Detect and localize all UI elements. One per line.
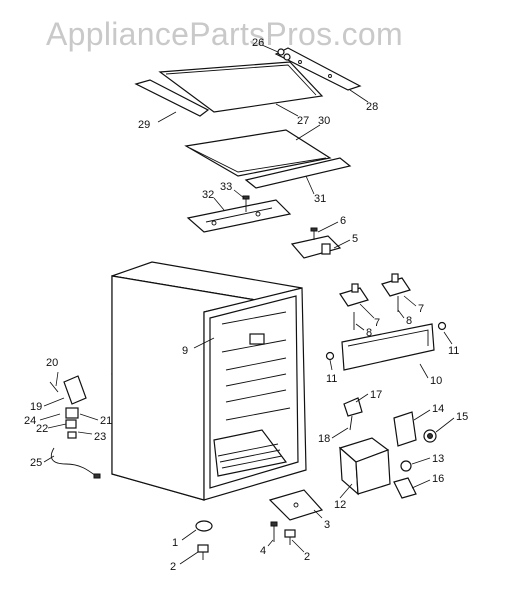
callout-13: 13 bbox=[432, 453, 444, 465]
callout-22: 22 bbox=[36, 423, 48, 435]
leveling-foot-left[interactable] bbox=[197, 544, 209, 560]
control-bracket[interactable] bbox=[393, 411, 417, 447]
callout-31: 31 bbox=[314, 193, 326, 205]
mounting-screw[interactable] bbox=[49, 381, 59, 393]
callout-19: 19 bbox=[30, 401, 42, 413]
crisper-frame-rail[interactable] bbox=[244, 157, 352, 189]
door-screw-right[interactable] bbox=[437, 321, 447, 331]
control-knob-13[interactable] bbox=[400, 460, 412, 472]
callout-23: 23 bbox=[94, 431, 106, 443]
callout-7b: 7 bbox=[418, 303, 424, 315]
leveling-foot-right[interactable] bbox=[284, 529, 296, 545]
shelf-side-rail-left[interactable] bbox=[134, 79, 210, 117]
callout-10: 10 bbox=[430, 375, 442, 387]
leader-lines bbox=[39, 44, 455, 565]
shelf-side-rail-right[interactable] bbox=[274, 47, 362, 91]
callout-26: 26 bbox=[252, 37, 264, 49]
leveling-screw[interactable] bbox=[270, 521, 278, 542]
door-hinge-left[interactable] bbox=[339, 283, 369, 307]
leveling-bracket[interactable] bbox=[268, 489, 324, 521]
callout-2b: 2 bbox=[304, 551, 310, 563]
callout-17: 17 bbox=[370, 389, 382, 401]
shelf-screws[interactable] bbox=[277, 48, 291, 61]
power-cord[interactable] bbox=[50, 447, 101, 479]
door-hinge-right[interactable] bbox=[381, 273, 411, 297]
thermostat-sensor[interactable] bbox=[343, 397, 363, 431]
top-shelf[interactable] bbox=[158, 61, 324, 113]
callout-20: 20 bbox=[46, 357, 58, 369]
callout-32: 32 bbox=[202, 189, 214, 201]
control-box[interactable] bbox=[338, 437, 391, 496]
callout-24: 24 bbox=[24, 415, 36, 427]
relay-box[interactable] bbox=[63, 375, 87, 405]
cabinet-body[interactable] bbox=[111, 261, 307, 501]
callout-27: 27 bbox=[297, 115, 309, 127]
callout-1: 1 bbox=[172, 537, 178, 549]
callout-25: 25 bbox=[30, 457, 42, 469]
bracket-screw[interactable] bbox=[310, 227, 318, 240]
callout-8a: 8 bbox=[366, 327, 372, 339]
callout-4: 4 bbox=[260, 545, 266, 557]
callout-28: 28 bbox=[366, 101, 378, 113]
door-screw-left[interactable] bbox=[325, 351, 335, 361]
callout-30: 30 bbox=[318, 115, 330, 127]
callout-7a: 7 bbox=[374, 317, 380, 329]
watermark-text: AppliancePartsPros.com bbox=[46, 16, 403, 52]
callout-15: 15 bbox=[456, 411, 468, 423]
callout-21: 21 bbox=[100, 415, 112, 427]
callout-29: 29 bbox=[138, 119, 150, 131]
callout-16: 16 bbox=[432, 473, 444, 485]
callout-6: 6 bbox=[340, 215, 346, 227]
crisper-cover[interactable] bbox=[184, 129, 332, 177]
callout-3: 3 bbox=[324, 519, 330, 531]
callout-14: 14 bbox=[432, 403, 444, 415]
callout-11a: 11 bbox=[326, 373, 337, 385]
callout-9: 9 bbox=[182, 345, 188, 357]
callout-2a: 2 bbox=[170, 561, 176, 573]
terminal-connector[interactable] bbox=[65, 419, 77, 429]
top-hinge-bracket[interactable] bbox=[186, 199, 292, 233]
small-clip[interactable] bbox=[67, 431, 77, 439]
wire-connector[interactable] bbox=[393, 477, 417, 499]
foot-pad[interactable] bbox=[195, 520, 213, 532]
callout-12: 12 bbox=[334, 499, 346, 511]
thermostat-bracket[interactable] bbox=[290, 235, 342, 259]
callout-33: 33 bbox=[220, 181, 232, 193]
overload-switch[interactable] bbox=[65, 407, 79, 419]
callout-8b: 8 bbox=[406, 315, 412, 327]
callout-labels: 26 28 29 27 30 31 33 32 6 5 7 7 8 8 9 11… bbox=[24, 37, 468, 573]
door-panel[interactable] bbox=[341, 323, 435, 371]
control-knob-15[interactable] bbox=[423, 429, 437, 443]
callout-18: 18 bbox=[318, 433, 330, 445]
callout-5: 5 bbox=[352, 233, 358, 245]
callout-11b: 11 bbox=[448, 345, 459, 357]
